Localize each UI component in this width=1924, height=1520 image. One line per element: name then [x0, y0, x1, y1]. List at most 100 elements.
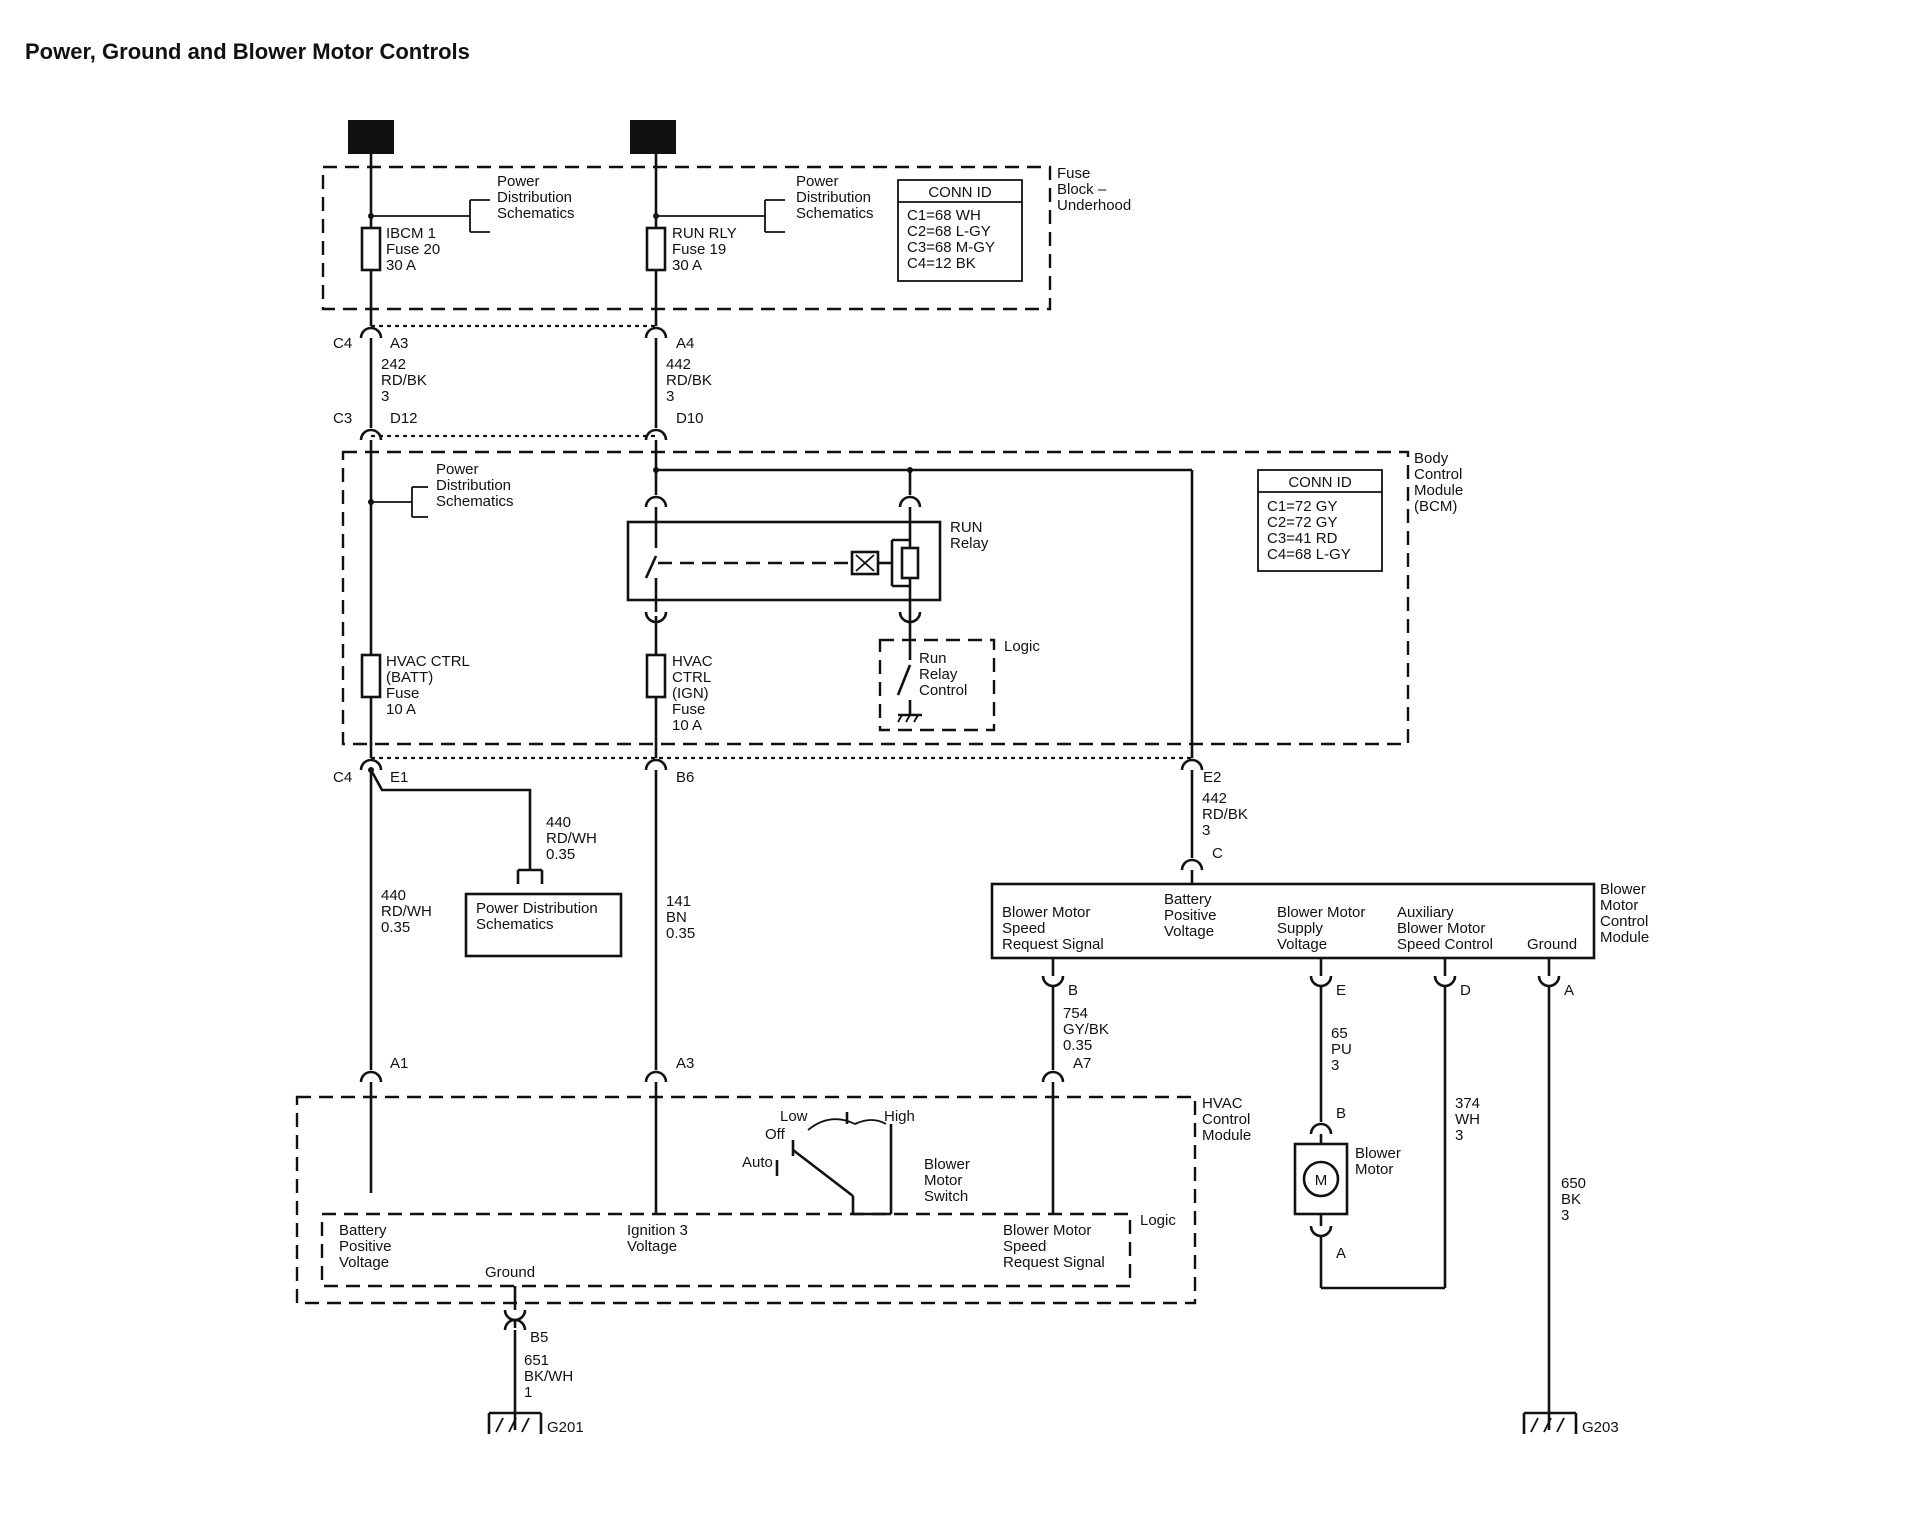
svg-text:Blower Motor: Blower Motor	[1003, 1222, 1091, 1239]
svg-text:Motor: Motor	[1600, 897, 1638, 914]
bcm-internal-bus	[653, 467, 1194, 758]
svg-text:B5: B5	[530, 1329, 548, 1346]
svg-text:HVAC CTRL: HVAC CTRL	[386, 653, 470, 670]
svg-text:RD/BK: RD/BK	[381, 372, 427, 389]
connector-c3: C3 D12 D10	[333, 410, 704, 441]
svg-text:Low: Low	[780, 1108, 808, 1125]
svg-text:Switch: Switch	[924, 1188, 968, 1205]
wire-442-label: 442 RD/BK 3	[666, 356, 712, 405]
svg-text:Blower Motor: Blower Motor	[1277, 904, 1365, 921]
svg-text:Schematics: Schematics	[436, 493, 514, 510]
svg-text:Request Signal: Request Signal	[1003, 1254, 1105, 1271]
run-relay	[626, 495, 942, 624]
svg-text:Distribution: Distribution	[436, 477, 511, 494]
wire-440-branch-label: 440 RD/WH 0.35	[546, 814, 597, 863]
pin-c-label: C	[1212, 845, 1223, 862]
svg-text:HVAC: HVAC	[672, 653, 713, 670]
svg-text:Off: Off	[765, 1126, 786, 1143]
wire-650: 650 BK 3	[1547, 986, 1586, 1430]
wire-242-label: 242 RD/BK 3	[381, 356, 427, 405]
svg-text:G203: G203	[1582, 1419, 1619, 1436]
svg-text:Blower: Blower	[924, 1156, 970, 1173]
svg-text:Underhood: Underhood	[1057, 197, 1131, 214]
svg-text:C2=68 L-GY: C2=68 L-GY	[907, 223, 991, 240]
wire-440-branch	[368, 767, 544, 884]
wire-374: 374 WH 3	[1319, 986, 1480, 1290]
svg-text:3: 3	[1561, 1207, 1569, 1224]
hvac-input-connectors: A1 A3	[359, 1055, 694, 1083]
hvac-speed-request-label: Blower Motor Speed Request Signal	[1003, 1222, 1105, 1271]
svg-text:A: A	[1564, 982, 1574, 999]
svg-text:D12: D12	[390, 410, 418, 427]
power-distribution-box: Power Distribution Schematics	[464, 892, 623, 958]
connector-c4-top: C4 A3 A4	[333, 324, 694, 352]
ground-g203: G203	[1522, 1411, 1619, 1436]
hvac-control-module-label: HVAC Control Module	[1202, 1095, 1251, 1144]
svg-text:D: D	[1460, 982, 1471, 999]
svg-text:3: 3	[381, 388, 389, 405]
svg-text:440: 440	[381, 887, 406, 904]
wire-65: 65 PU 3	[1319, 986, 1352, 1122]
fuse-ibcm1	[360, 226, 382, 272]
svg-text:Request Signal: Request Signal	[1002, 936, 1104, 953]
svg-text:0.35: 0.35	[666, 925, 695, 942]
svg-text:C3=68 M-GY: C3=68 M-GY	[907, 239, 995, 256]
svg-text:BK/WH: BK/WH	[524, 1368, 573, 1385]
svg-text:442: 442	[666, 356, 691, 373]
svg-text:0.35: 0.35	[546, 846, 575, 863]
wire-440-label: 440 RD/WH 0.35	[381, 887, 432, 936]
svg-text:Battery: Battery	[339, 1222, 387, 1239]
blower-motor-symbol: M	[1315, 1172, 1328, 1189]
svg-text:Schematics: Schematics	[497, 205, 575, 222]
svg-text:3: 3	[1331, 1057, 1339, 1074]
svg-text:65: 65	[1331, 1025, 1348, 1042]
svg-text:E2: E2	[1203, 769, 1221, 786]
svg-text:Blower Motor: Blower Motor	[1002, 904, 1090, 921]
svg-text:442: 442	[1202, 790, 1227, 807]
svg-text:Schematics: Schematics	[476, 916, 554, 933]
svg-text:242: 242	[381, 356, 406, 373]
wire-442-bottom-label: 442 RD/BK 3	[1202, 790, 1248, 839]
bmcm-speed-request-label: Blower Motor Speed Request Signal	[1002, 904, 1104, 953]
svg-text:651: 651	[524, 1352, 549, 1369]
connector-c4-bottom: C4 E1 B6 E2	[333, 756, 1221, 786]
svg-text:C1=68 WH: C1=68 WH	[907, 207, 981, 224]
fuse-hvac-ctrl-ign	[645, 653, 667, 699]
wire-442-to-blower-module	[1180, 770, 1204, 884]
svg-text:(BCM): (BCM)	[1414, 498, 1457, 515]
svg-text:BK: BK	[1561, 1191, 1581, 1208]
svg-text:Motor: Motor	[924, 1172, 962, 1189]
svg-text:B: B	[1068, 982, 1078, 999]
fuse-run-rly	[645, 226, 667, 272]
run-relay-control	[878, 612, 996, 732]
power-distribution-ref-2: Power Distribution Schematics	[653, 173, 874, 233]
svg-text:Auto: Auto	[742, 1154, 773, 1171]
svg-text:C4=68 L-GY: C4=68 L-GY	[1267, 546, 1351, 563]
svg-text:A4: A4	[676, 335, 694, 352]
svg-text:(IGN): (IGN)	[672, 685, 709, 702]
blower-motor-switch-label: Blower Motor Switch	[924, 1156, 970, 1205]
svg-text:A7: A7	[1073, 1055, 1091, 1072]
svg-text:Blower Motor: Blower Motor	[1397, 920, 1485, 937]
svg-text:Distribution: Distribution	[796, 189, 871, 206]
run-relay-control-label: Run Relay Control	[919, 650, 967, 699]
svg-text:30 A: 30 A	[672, 257, 702, 274]
hvac-ignition3-label: Ignition 3 Voltage	[627, 1222, 688, 1255]
svg-text:Fuse 19: Fuse 19	[672, 241, 726, 258]
ground-g201: G201	[487, 1411, 584, 1436]
hvac-ground-label: Ground	[485, 1264, 535, 1281]
svg-text:RUN: RUN	[950, 519, 983, 536]
svg-text:Schematics: Schematics	[796, 205, 874, 222]
svg-text:Fuse: Fuse	[1057, 165, 1090, 182]
svg-text:E: E	[1336, 982, 1346, 999]
svg-text:C1=72 GY: C1=72 GY	[1267, 498, 1337, 515]
svg-text:E1: E1	[390, 769, 408, 786]
svg-text:Run: Run	[919, 650, 947, 667]
wire-651-label: 651 BK/WH 1	[524, 1352, 573, 1401]
blower-motor-label: Blower Motor	[1355, 1145, 1401, 1178]
svg-text:High: High	[884, 1108, 915, 1125]
svg-text:B6: B6	[676, 769, 694, 786]
svg-text:RD/BK: RD/BK	[1202, 806, 1248, 823]
fuse-hvac-ctrl-batt-label: HVAC CTRL (BATT) Fuse 10 A	[386, 653, 470, 718]
